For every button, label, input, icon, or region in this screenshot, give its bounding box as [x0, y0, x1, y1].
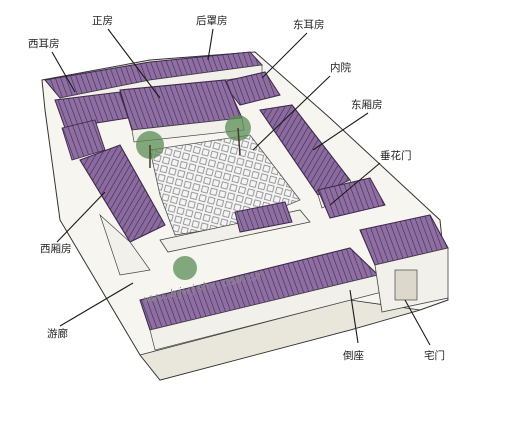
leader-neiyuan [252, 75, 331, 151]
leader-lines [51, 28, 431, 346]
label-daozuo: 倒座 [343, 349, 364, 362]
east-gate-pavilion-roof [317, 177, 386, 219]
label-chuihuamen: 垂花门 [380, 149, 412, 162]
label-neiyuan: 内院 [330, 61, 351, 74]
tree-front [173, 256, 197, 280]
west-wing-lower [99, 213, 151, 276]
label-xixiangfang: 西厢房 [40, 242, 72, 255]
label-dongxiangfang: 东厢房 [351, 98, 383, 111]
leader-daozuo [349, 289, 359, 344]
tree-east [225, 115, 251, 156]
leader-youlang [59, 282, 134, 327]
label-houzhaofang: 后罩房 [196, 14, 228, 27]
west-wing-roof [79, 144, 166, 243]
leader-dongerfang [261, 32, 308, 79]
leader-xierfang [51, 51, 76, 93]
label-dongerfang: 东耳房 [293, 18, 325, 31]
label-youlang: 游廊 [47, 327, 68, 340]
leader-houzhaofang [207, 28, 214, 61]
west-corridor-roof [61, 119, 106, 161]
festooned-gate-roof [234, 201, 293, 233]
east-ear-room-roof [221, 71, 281, 106]
label-zhaimen: 宅门 [424, 349, 445, 362]
leader-dongxiangfang [312, 112, 369, 151]
leader-xixiangfang [56, 191, 106, 243]
leader-zhaimen [404, 299, 431, 346]
label-xierfang: 西耳房 [28, 37, 60, 50]
leader-zhengfang [107, 28, 161, 99]
tree-west [136, 131, 164, 168]
label-zhengfang: 正房 [92, 14, 113, 27]
main-gate-door [394, 269, 418, 301]
leader-chuihuamen [329, 162, 381, 206]
